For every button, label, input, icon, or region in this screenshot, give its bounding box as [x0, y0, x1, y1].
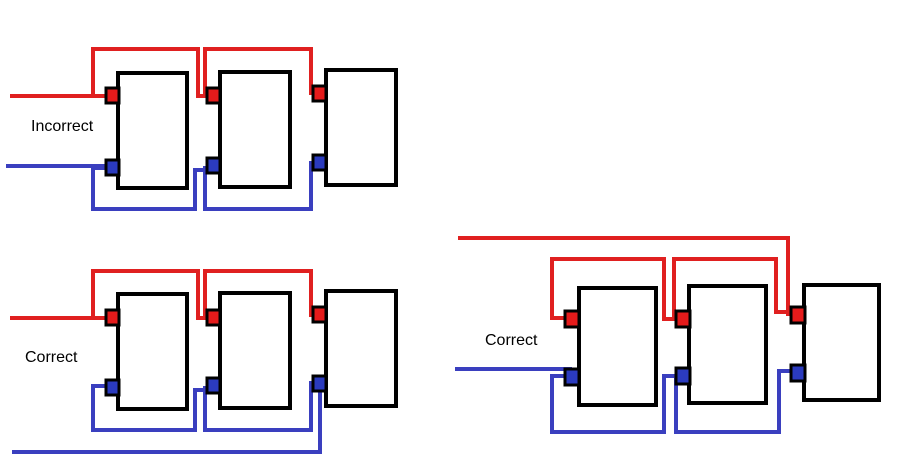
terminals: [104, 84, 328, 177]
battery-1: [116, 292, 189, 411]
negative-terminal: [104, 378, 121, 397]
positive-terminal: [104, 86, 121, 105]
negative-terminal: [104, 158, 121, 177]
negative-jumper-1: [550, 374, 684, 434]
negative-terminal: [311, 153, 328, 172]
negative-terminal: [674, 366, 692, 386]
positive-terminal: [563, 309, 581, 329]
battery-2: [218, 291, 292, 410]
batteries: [116, 289, 398, 411]
negative-terminal: [311, 374, 328, 393]
battery-1: [116, 71, 189, 190]
diagram-label-correct-right: Correct: [485, 332, 538, 349]
positive-terminal: [205, 308, 222, 327]
batteries: [577, 283, 881, 407]
negative-terminal: [563, 367, 581, 387]
diagram-correct-left: [10, 269, 398, 454]
negative-jumper-1: [91, 166, 212, 211]
battery-3: [802, 283, 881, 402]
positive-jumper-1: [91, 269, 212, 320]
battery-2: [218, 70, 292, 189]
diagram-label-incorrect: Incorrect: [31, 118, 94, 135]
diagram-incorrect: [6, 47, 398, 211]
battery-2: [687, 284, 768, 405]
positive-terminal: [311, 84, 328, 103]
terminals: [563, 305, 807, 387]
battery-3: [324, 68, 398, 187]
negative-feed-wire: [12, 383, 322, 454]
positive-terminal: [674, 309, 692, 329]
positive-terminal: [789, 305, 807, 325]
terminals: [104, 305, 328, 397]
battery-1: [577, 286, 658, 407]
diagram-correct-right: [455, 236, 881, 434]
negative-terminal: [205, 376, 222, 395]
battery-3: [324, 289, 398, 408]
negative-terminal: [789, 363, 807, 383]
negative-terminal: [205, 156, 222, 175]
positive-terminal: [311, 305, 328, 324]
positive-terminal: [205, 86, 222, 105]
positive-terminal: [104, 308, 121, 327]
negative-jumper-1: [91, 384, 212, 432]
diagram-label-correct-left: Correct: [25, 349, 78, 366]
batteries: [116, 68, 398, 190]
positive-jumper-1: [91, 47, 212, 98]
positive-jumper-1: [550, 257, 684, 321]
